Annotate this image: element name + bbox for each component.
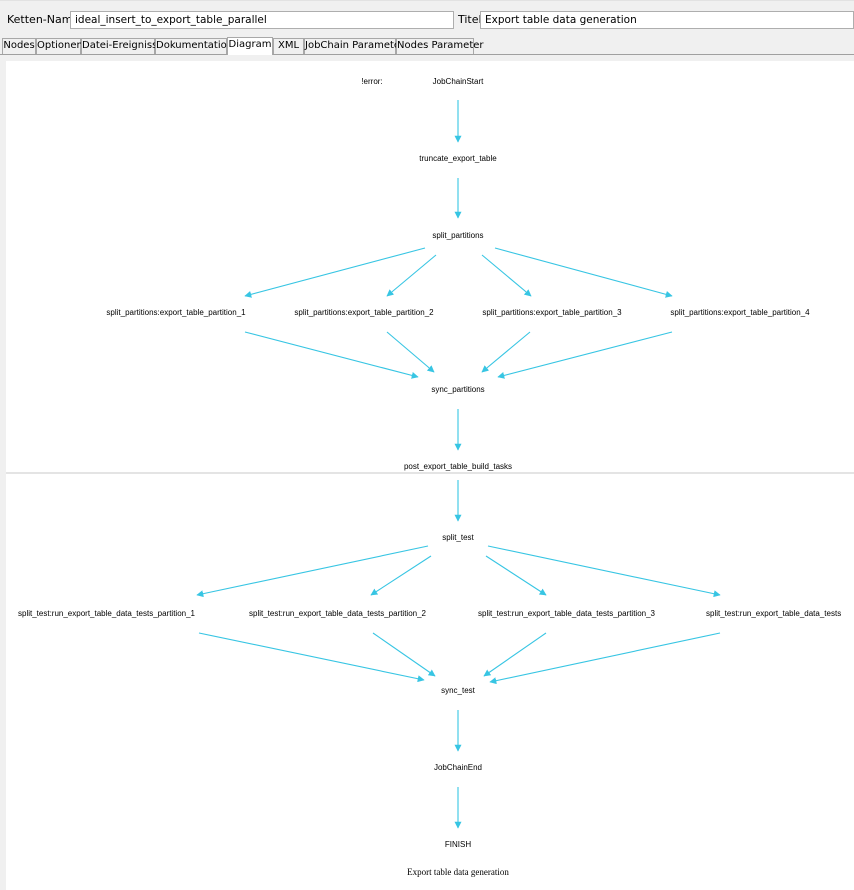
node-test-partition-1[interactable]: split_test:run_export_table_data_tests_p… bbox=[18, 609, 196, 618]
edge-splittest-t4 bbox=[487, 545, 721, 598]
node-jobchainstart[interactable]: JobChainStart bbox=[433, 77, 484, 86]
tab-optionen[interactable]: Optionen bbox=[36, 38, 83, 54]
edge-splittest-t3 bbox=[485, 555, 547, 596]
chain-name-input[interactable] bbox=[70, 11, 454, 29]
edge-p4-sync bbox=[497, 331, 673, 379]
tab-jobchain-parameter[interactable]: JobChain Parameter bbox=[304, 38, 404, 54]
node-split-partitions[interactable]: split_partitions bbox=[432, 231, 483, 240]
edge-split-p2 bbox=[386, 254, 437, 297]
chain-header: Ketten-Name Titel bbox=[0, 0, 854, 39]
tab-nodes-parameter[interactable]: Nodes Parameter bbox=[396, 38, 484, 54]
tab-dokumentation[interactable]: Dokumentation bbox=[155, 38, 233, 54]
chain-name-label: Ketten-Name bbox=[7, 13, 80, 26]
node-test-partition-4[interactable]: split_test:run_export_table_data_tests bbox=[706, 609, 841, 618]
node-sync-test[interactable]: sync_test bbox=[441, 686, 476, 695]
tab-nodes[interactable]: Nodes bbox=[2, 38, 36, 54]
edge-t2-synctest bbox=[372, 632, 436, 677]
tab-datei-ereignisse[interactable]: Datei-Ereignisse bbox=[81, 38, 163, 54]
diagram-edges bbox=[196, 100, 721, 829]
error-label: !error: bbox=[361, 77, 382, 86]
node-sync-partitions[interactable]: sync_partitions bbox=[431, 385, 484, 394]
node-test-partition-2[interactable]: split_test:run_export_table_data_tests_p… bbox=[249, 609, 427, 618]
edge-splittest-t2 bbox=[370, 555, 432, 596]
node-export-partition-4[interactable]: split_partitions:export_table_partition_… bbox=[670, 308, 810, 317]
tab-diagram[interactable]: Diagram bbox=[227, 37, 273, 55]
title-input[interactable] bbox=[480, 11, 854, 29]
diagram-footer-title: Export table data generation bbox=[407, 867, 509, 877]
node-split-test[interactable]: split_test bbox=[442, 533, 474, 542]
node-finish[interactable]: FINISH bbox=[445, 840, 471, 849]
node-export-partition-3[interactable]: split_partitions:export_table_partition_… bbox=[482, 308, 622, 317]
tab-bar: Nodes Optionen Datei-Ereignisse Dokument… bbox=[0, 37, 854, 55]
edge-split-p1 bbox=[244, 247, 426, 298]
edge-split-p4 bbox=[494, 247, 673, 298]
node-export-partition-2[interactable]: split_partitions:export_table_partition_… bbox=[294, 308, 434, 317]
diagram-divider bbox=[6, 472, 854, 474]
edge-t4-synctest bbox=[489, 632, 721, 685]
node-jobchainend[interactable]: JobChainEnd bbox=[434, 763, 482, 772]
edge-t1-synctest bbox=[198, 632, 425, 683]
title-label: Titel bbox=[458, 13, 482, 26]
node-export-partition-1[interactable]: split_partitions:export_table_partition_… bbox=[106, 308, 246, 317]
edge-p3-sync bbox=[481, 331, 531, 373]
node-truncate-export-table[interactable]: truncate_export_table bbox=[419, 154, 497, 163]
edge-split-p3 bbox=[481, 254, 532, 297]
tab-xml[interactable]: XML bbox=[273, 38, 304, 54]
node-test-partition-3[interactable]: split_test:run_export_table_data_tests_p… bbox=[478, 609, 656, 618]
diagram-nodes: !error: JobChainStart truncate_export_ta… bbox=[18, 77, 841, 877]
edge-p2-sync bbox=[386, 331, 435, 373]
node-post-export-table-build-tasks[interactable]: post_export_table_build_tasks bbox=[404, 462, 512, 471]
diagram-canvas bbox=[6, 61, 854, 890]
edge-splittest-t1 bbox=[196, 545, 429, 598]
edge-p1-sync bbox=[244, 331, 419, 379]
edge-t3-synctest bbox=[483, 632, 547, 677]
